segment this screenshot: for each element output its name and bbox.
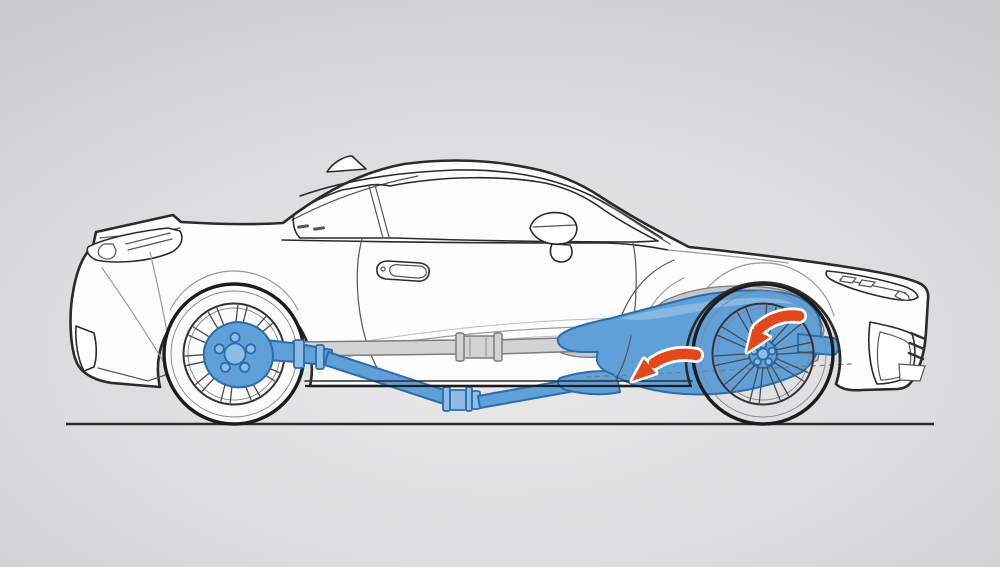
engine-block [556, 289, 823, 396]
rear-glass-line [291, 175, 419, 221]
b-pillar [368, 184, 390, 239]
window-opening [292, 176, 659, 243]
transmission-tail [557, 370, 621, 396]
car-body [69, 155, 930, 392]
center-coupling [442, 386, 481, 412]
side-mirror [529, 211, 578, 263]
diff-center-flange [223, 342, 247, 366]
fender-top-line [667, 249, 789, 264]
sill-lines-overlay [304, 335, 693, 388]
a-pillar-inner-line [605, 202, 671, 245]
curved-arrow-icon-upper [744, 307, 807, 355]
headlight [825, 270, 919, 302]
exhaust-coupling [455, 332, 465, 362]
curved-arrow-icon-lower [629, 345, 704, 384]
drivetrain-highlight [202, 289, 840, 412]
front-wheel-arch-overlay [684, 281, 842, 386]
taillight [86, 227, 183, 263]
shark-fin-antenna-icon [326, 155, 367, 173]
front-intake [868, 321, 927, 385]
front-rim [711, 302, 815, 406]
greenhouse [292, 176, 671, 245]
rear-bumper [75, 267, 297, 382]
beltline [281, 239, 669, 251]
door-handle [376, 260, 430, 282]
